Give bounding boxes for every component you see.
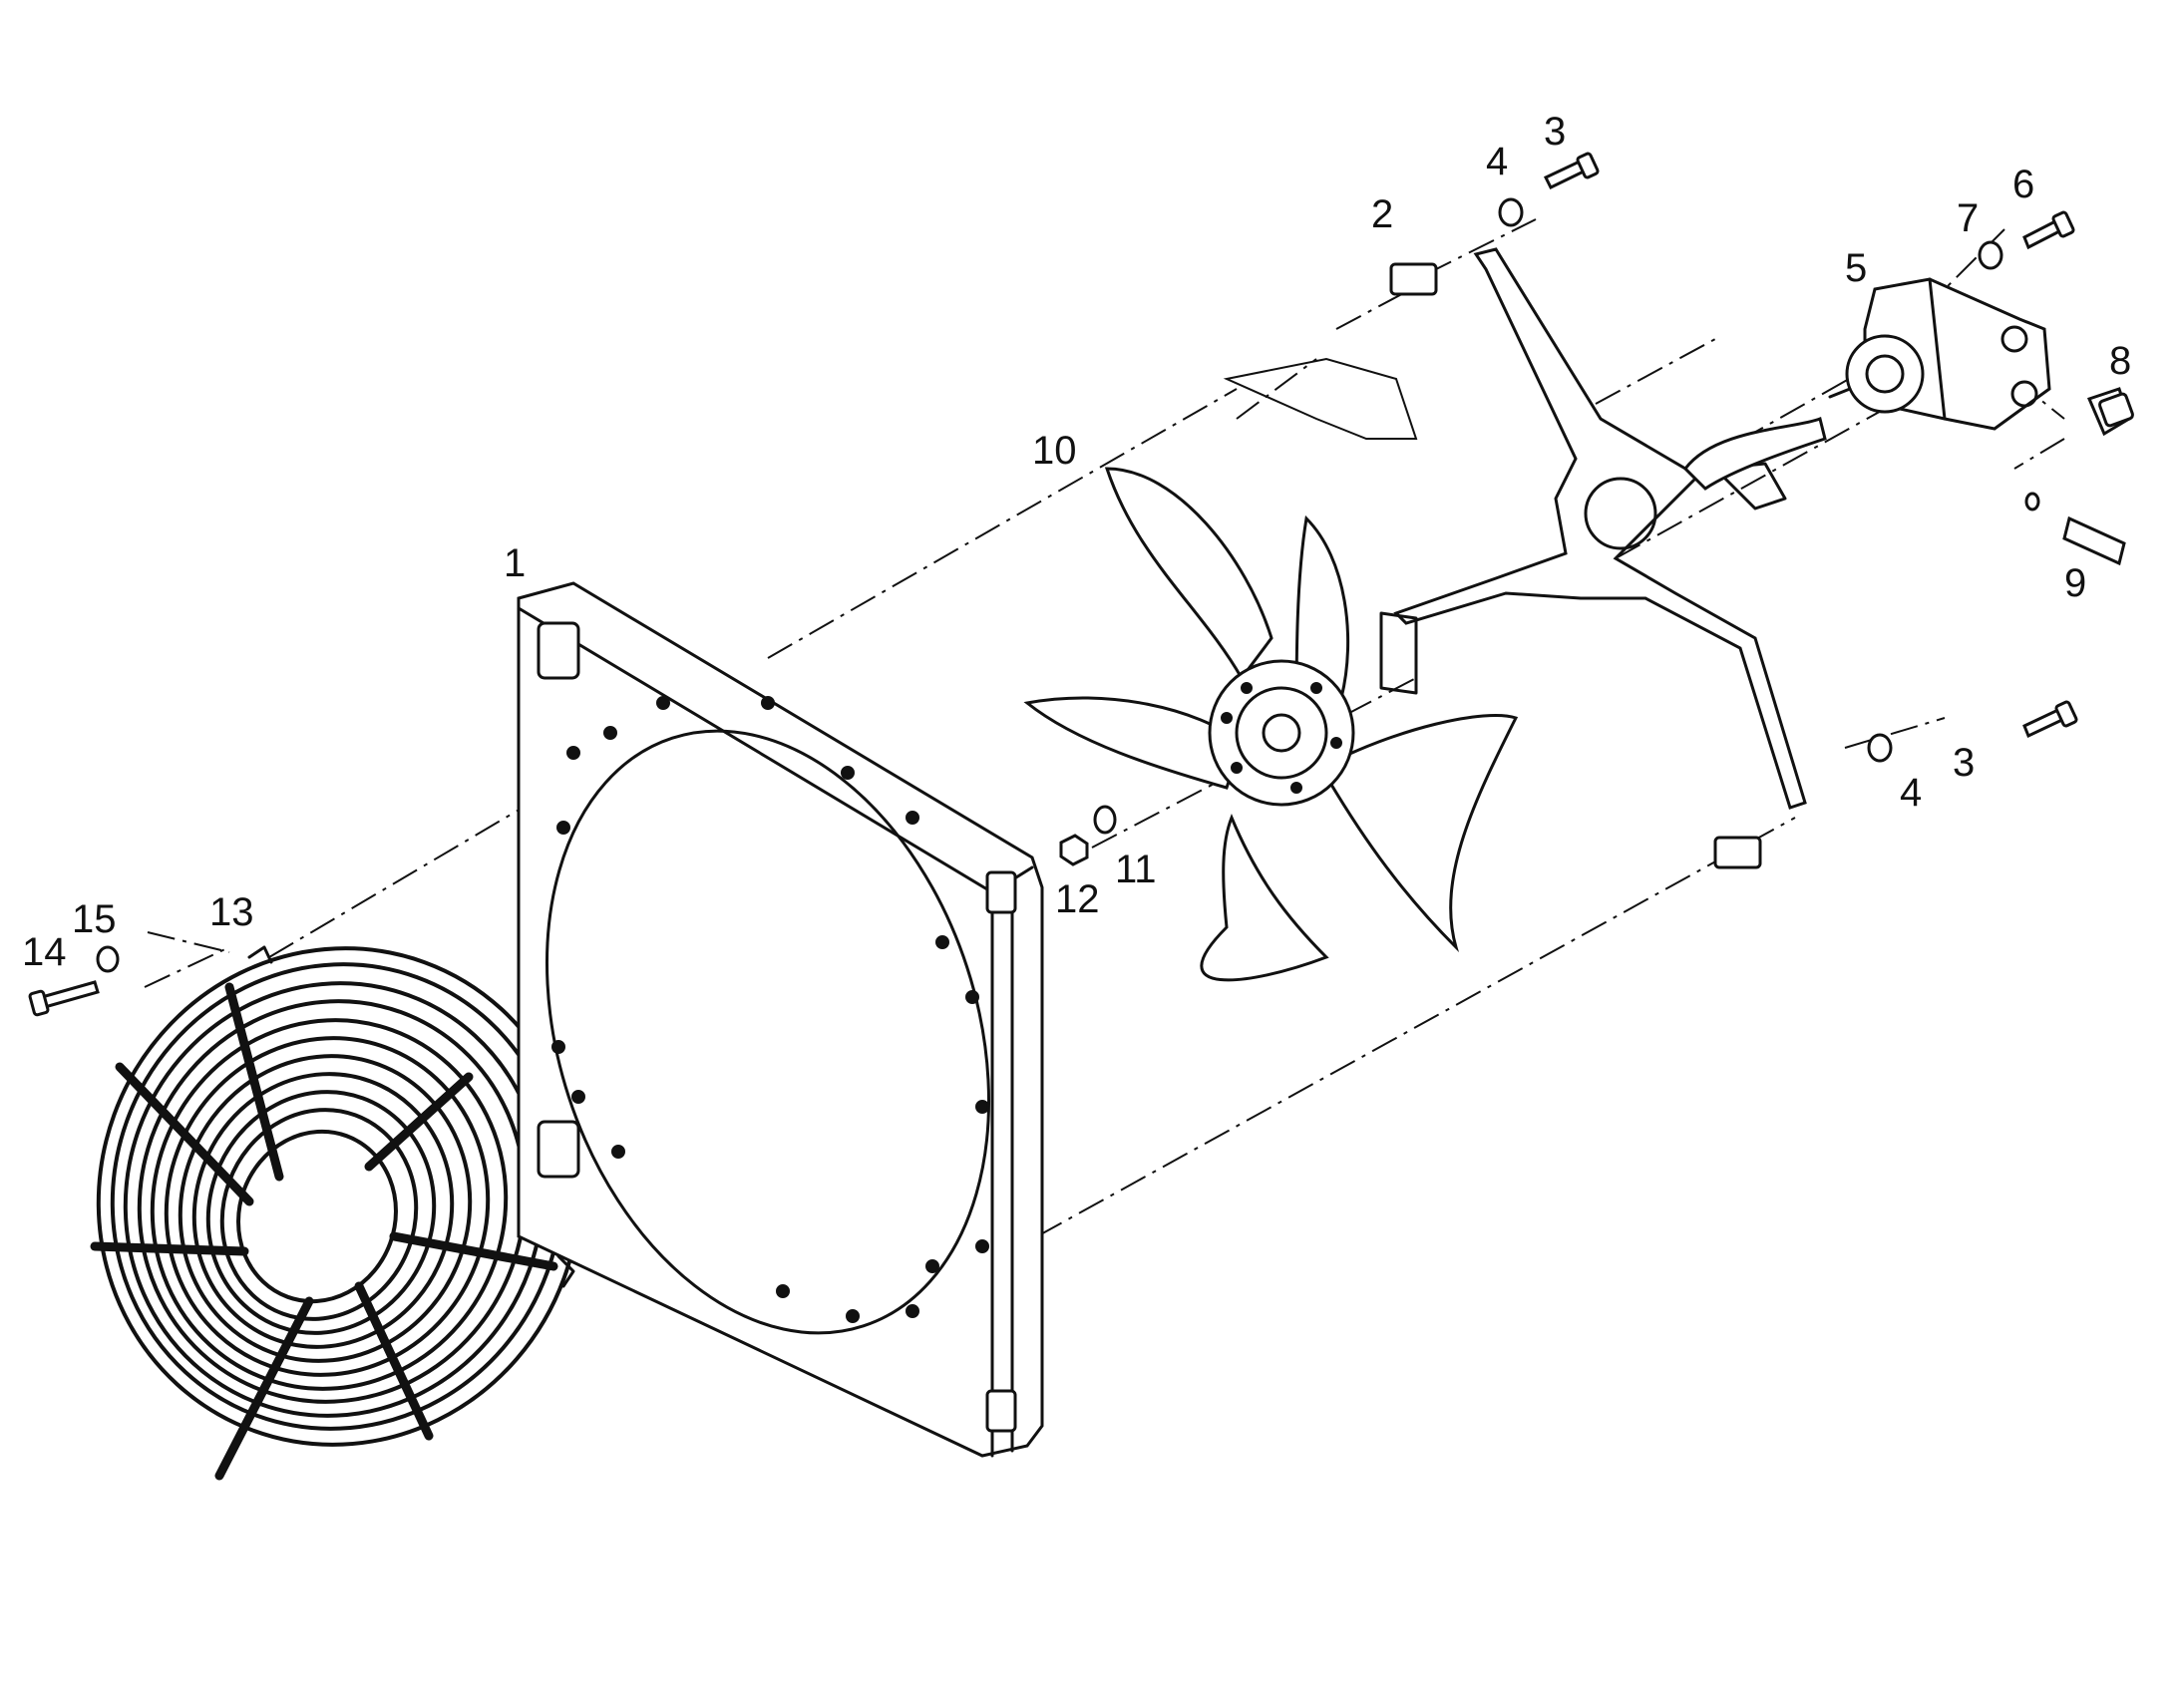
callout-10: 10 <box>1032 429 1077 473</box>
callout-9: 9 <box>2064 561 2086 605</box>
fan-impeller-10 <box>1023 357 1519 982</box>
fan-shroud-1 <box>517 581 1044 1458</box>
washer-4-top <box>1498 197 1524 227</box>
callout-6: 6 <box>2012 163 2034 206</box>
fitting-9 <box>2024 492 2126 566</box>
callout-5: 5 <box>1845 246 1867 290</box>
screw-3-bottom <box>2022 700 2078 739</box>
callout-7: 7 <box>1957 196 1979 240</box>
callout-labels: 1 2 3 3 4 4 5 6 7 8 9 10 11 12 13 14 15 <box>22 110 2131 974</box>
callout-13: 13 <box>209 890 254 934</box>
callout-4-bottom: 4 <box>1900 771 1922 815</box>
washer-4-bottom <box>1867 733 1893 763</box>
nut-12 <box>1059 834 1089 866</box>
washer-15 <box>96 945 120 973</box>
screw-3-top <box>1543 152 1600 189</box>
wire-guard-13 <box>90 945 582 1481</box>
callout-12: 12 <box>1055 877 1100 921</box>
callout-3-bottom: 3 <box>1953 741 1975 785</box>
callout-2: 2 <box>1371 192 1393 236</box>
callout-1: 1 <box>504 541 526 585</box>
hydraulic-motor-5 <box>1828 277 2051 431</box>
callout-11: 11 <box>1115 848 1157 891</box>
callout-3-top: 3 <box>1544 110 1566 154</box>
washer-7 <box>1978 240 2003 270</box>
callout-14: 14 <box>22 930 67 974</box>
bolt-14 <box>28 980 100 1017</box>
motor-bracket-2 <box>1379 247 1827 869</box>
washer-11 <box>1093 805 1117 835</box>
screw-6 <box>2022 210 2075 250</box>
fitting-8 <box>2086 387 2134 437</box>
callout-15: 15 <box>72 897 117 941</box>
callout-4-top: 4 <box>1486 140 1508 183</box>
callout-8: 8 <box>2109 339 2131 383</box>
